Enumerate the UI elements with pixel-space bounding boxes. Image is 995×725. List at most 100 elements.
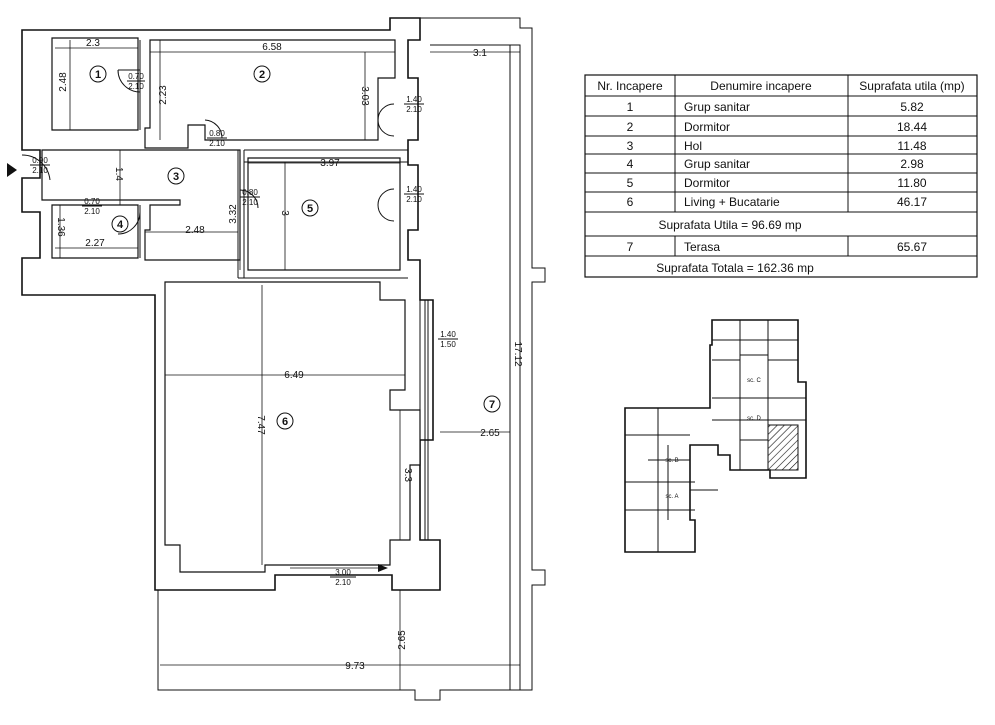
table-header-area: Suprafata utila (mp) [859,79,964,93]
site-label-sc-a: sc. A [665,494,678,500]
door-label-room4: 0.70 2.10 [82,197,102,216]
site-label-sc-c: sc. C [747,378,761,384]
svg-text:1.50: 1.50 [440,340,456,349]
dim-9-73: 9.73 [345,661,365,672]
door-swings [21,69,395,235]
table-row-2-area: 18.44 [897,120,927,134]
room-marker-6: 6 [276,412,294,430]
room-marker-3: 3 [167,167,185,185]
door-label-entry: 0.90 2.10 [30,156,50,175]
dim-2-65b: 2.65 [397,630,408,650]
table-subtotal: Suprafata Utila = 96.69 mp [658,218,801,232]
svg-text:2.10: 2.10 [84,207,100,216]
table-row-1-name: Grup sanitar [684,100,750,114]
svg-text:2.10: 2.10 [406,105,422,114]
svg-text:3: 3 [173,171,179,183]
svg-text:1: 1 [95,69,101,81]
svg-text:2.10: 2.10 [209,139,225,148]
dim-2-65a: 2.65 [480,428,500,439]
door-label-room5-side: 0.80 2.10 [240,188,260,207]
svg-text:2.10: 2.10 [242,198,258,207]
table-terrace-nr: 7 [627,240,634,254]
table-row-4-nr: 4 [627,157,634,171]
door-label-room1: 0.70 2.10 [127,72,145,91]
table-row-5-name: Dormitor [684,176,730,190]
svg-text:0.80: 0.80 [209,129,225,138]
dim-2-48a: 2.48 [58,72,69,92]
room-marker-7: 7 [483,395,501,413]
svg-text:2.10: 2.10 [32,166,48,175]
site-key-plan: sc. C sc. D sc. B sc. A [624,319,807,553]
table-row-3-area: 11.48 [897,139,926,153]
table-row-3-name: Hol [684,139,702,153]
room-marker-5: 5 [301,199,319,217]
table-terrace-area: 65.67 [897,240,927,254]
svg-text:0.70: 0.70 [128,72,144,81]
svg-text:1.40: 1.40 [440,330,456,339]
svg-text:0.80: 0.80 [242,188,258,197]
door-label-hall: 0.80 2.10 [207,129,227,148]
table-row-6-name: Living + Bucatarie [684,195,780,209]
dimension-labels: 2.3 6.58 3.1 2.48 2.23 3.03 1.4 3.97 3.3… [55,38,523,672]
svg-text:1.40: 1.40 [406,185,422,194]
svg-text:2.10: 2.10 [128,82,144,91]
window-label-living: 1.40 1.50 [438,330,458,349]
door-labels: 0.70 2.10 0.90 2.10 0.80 2.10 1.40 2.10 … [30,72,458,587]
apartment-walls [21,17,441,591]
dim-2-48b: 2.48 [185,225,205,236]
dim-3: 3 [279,210,290,216]
table-header-name: Denumire incapere [710,79,812,93]
table-row-5-area: 11.80 [897,176,926,190]
svg-text:4: 4 [117,219,124,231]
svg-text:7: 7 [489,399,495,411]
table-header-nr: Nr. Incapere [597,79,663,93]
door-label-terrace: 3.00 2.10 [330,568,356,587]
site-label-sc-b: sc. B [665,458,678,464]
svg-text:3.00: 3.00 [335,568,351,577]
dim-17-12: 17.12 [512,341,523,366]
dim-3-3: 3.3 [402,468,413,482]
table-row-4-name: Grup sanitar [684,157,750,171]
svg-text:1.40: 1.40 [406,95,422,104]
dimension-lines [55,40,520,690]
table-row-6-nr: 6 [627,195,634,209]
table-row-6-area: 46.17 [897,195,927,209]
svg-text:5: 5 [307,203,313,215]
dim-3-97: 3.97 [320,158,340,169]
dim-1-36: 1.36 [55,217,66,237]
table-row-4-area: 2.98 [900,157,924,171]
svg-text:2.10: 2.10 [335,578,351,587]
dim-7-47: 7.47 [255,415,266,435]
entry-arrow-icon [7,163,17,177]
area-table: Nr. Incapere Denumire incapere Suprafata… [584,74,978,278]
table-total: Suprafata Totala = 162.36 mp [656,261,814,275]
interior-walls [139,40,429,540]
svg-text:0.90: 0.90 [32,156,48,165]
table-row-3-nr: 3 [627,139,634,153]
dim-2-3: 2.3 [86,38,100,49]
room-marker-2: 2 [253,65,271,83]
dim-6-58: 6.58 [262,42,282,53]
svg-text:2.10: 2.10 [406,195,422,204]
table-terrace-name: Terasa [684,240,720,254]
dim-1-4: 1.4 [113,167,124,181]
table-row-5-nr: 5 [627,176,634,190]
dim-2-23: 2.23 [158,85,169,105]
door-label-room2: 1.40 2.10 [404,95,424,114]
highlighted-apartment [767,424,799,471]
room-markers: 1 2 3 4 5 6 7 [89,65,501,430]
svg-text:2: 2 [259,69,265,81]
room-marker-4: 4 [111,215,129,233]
table-row-2-nr: 2 [627,120,634,134]
room-marker-1: 1 [89,65,107,83]
dim-6-49: 6.49 [284,370,304,381]
dim-3-03: 3.03 [359,86,370,106]
dim-3-1: 3.1 [473,48,487,59]
table-row-1-nr: 1 [627,100,634,114]
door-label-room5: 1.40 2.10 [404,185,424,204]
table-row-2-name: Dormitor [684,120,730,134]
svg-text:6: 6 [282,416,288,428]
site-label-sc-d: sc. D [747,416,761,422]
